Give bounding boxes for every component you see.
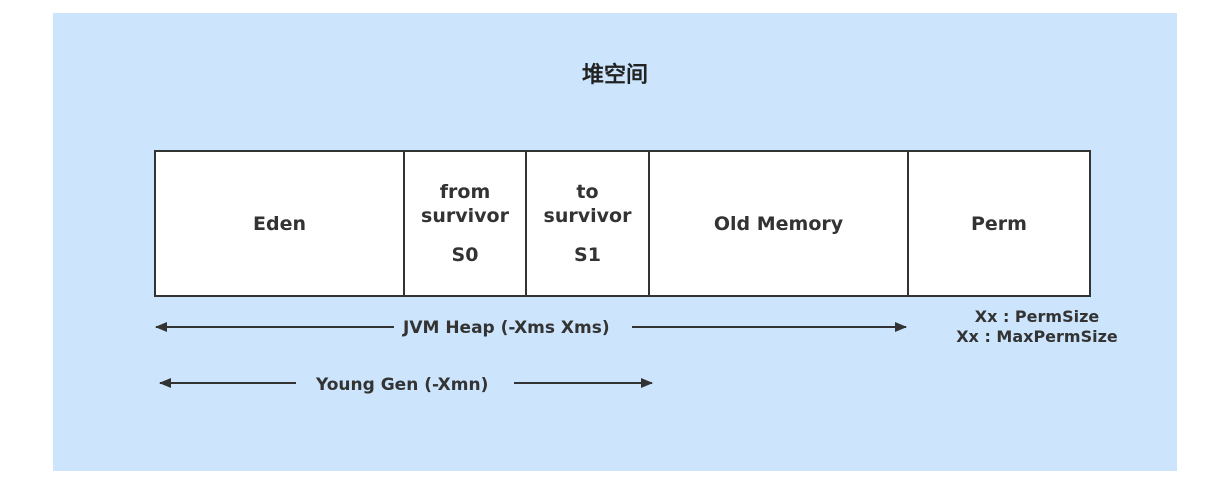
- old-memory-label: Old Memory: [713, 212, 844, 235]
- eden-segment: Eden: [154, 150, 405, 297]
- young-gen-label: Young Gen (-Xmn): [316, 375, 489, 395]
- to-survivor-line2: survivor: [543, 205, 632, 227]
- from-survivor-line2: survivor: [421, 205, 509, 227]
- from-survivor-line1: from: [439, 181, 491, 203]
- to-survivor-id: S1: [574, 244, 601, 266]
- eden-label: Eden: [253, 212, 306, 235]
- jvm-heap-label: JVM Heap (-Xms Xms): [403, 318, 610, 338]
- perm-label: Perm: [971, 212, 1027, 235]
- to-survivor-segment: to survivor S1: [525, 150, 650, 297]
- from-survivor-segment: from survivor S0: [403, 150, 527, 297]
- old-memory-segment: Old Memory: [648, 150, 909, 297]
- max-perm-size-line: Xx : MaxPermSize: [956, 327, 1118, 346]
- to-survivor-line1: to: [576, 181, 599, 203]
- diagram-title: 堆空间: [581, 63, 648, 88]
- perm-size-line: Xx : PermSize: [974, 307, 1100, 326]
- perm-size-note: Xx : PermSize Xx : MaxPermSize: [945, 307, 1129, 347]
- perm-segment: Perm: [907, 150, 1091, 297]
- from-survivor-id: S0: [451, 244, 479, 266]
